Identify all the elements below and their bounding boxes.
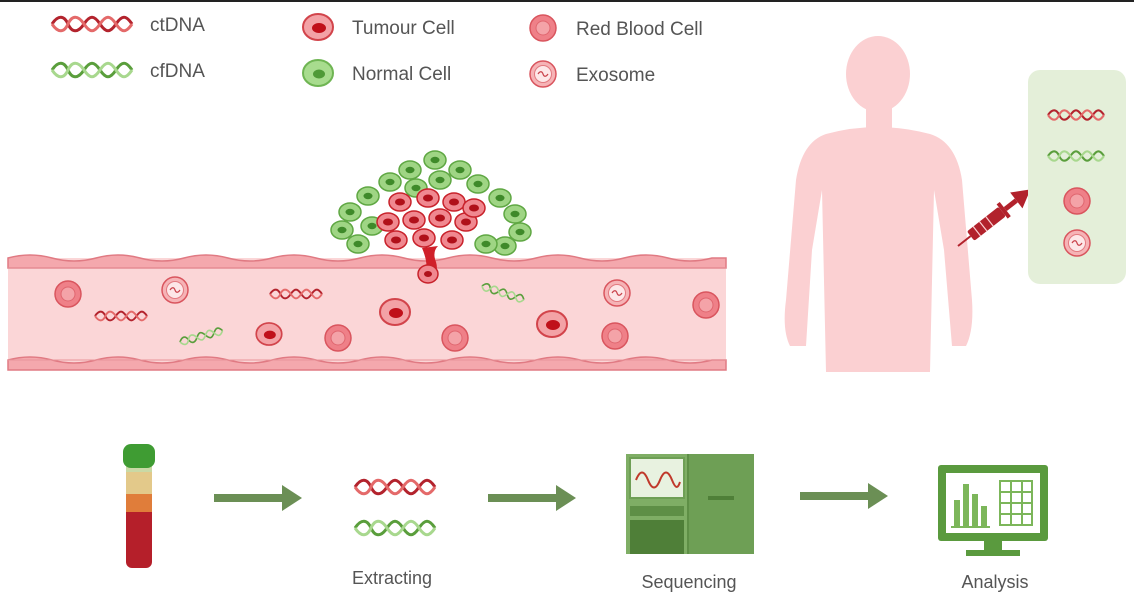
extracted-ctdna-icon xyxy=(353,478,437,496)
vessel-red-blood-cell xyxy=(692,291,720,319)
legend-red-blood-cell-label: Red Blood Cell xyxy=(576,19,703,40)
legend-normal-cell-label: Normal Cell xyxy=(352,64,451,85)
workflow-arrow xyxy=(800,483,888,509)
vessel-tumour-cell xyxy=(255,322,283,346)
vessel-red-blood-cell xyxy=(441,324,469,352)
syringe-icon xyxy=(957,189,1031,247)
vessel-red-blood-cell xyxy=(601,322,629,350)
normal-cell-icon xyxy=(302,59,334,87)
vessel-exosome xyxy=(161,276,189,304)
workflow-arrow xyxy=(214,485,302,511)
workflow-arrow xyxy=(488,485,576,511)
tumour-cell-icon xyxy=(302,13,334,41)
blood-sample-panel xyxy=(1028,70,1126,284)
exosome-icon xyxy=(529,60,557,88)
step-extracting-label: Extracting xyxy=(352,568,432,588)
extracted-cfdna-icon xyxy=(353,519,437,537)
vessel-exosome xyxy=(603,279,631,307)
panel-red-blood-cell-icon xyxy=(1063,187,1091,215)
vessel-red-blood-cell xyxy=(54,280,82,308)
legend-tumour-cell-label: Tumour Cell xyxy=(352,18,455,39)
blood-tube-icon xyxy=(123,444,155,568)
vessel-red-blood-cell xyxy=(324,324,352,352)
legend-ctdna-label: ctDNA xyxy=(150,15,205,36)
blood-vessel xyxy=(7,254,727,371)
legend-exosome-label: Exosome xyxy=(576,65,655,86)
cfdna-helix-icon xyxy=(50,61,134,79)
human-silhouette-icon xyxy=(784,36,973,372)
tumour-cluster xyxy=(330,150,532,284)
ctdna-helix-icon xyxy=(50,15,134,33)
red-blood-cell-icon xyxy=(529,14,557,42)
sequencer-icon xyxy=(626,454,754,554)
step-analysis-label: Analysis xyxy=(961,572,1028,592)
panel-exosome-icon xyxy=(1063,229,1091,257)
monitor-chart-icon xyxy=(938,465,1048,556)
legend: ctDNA cfDNA Tumour Cell Normal Cell Red … xyxy=(50,13,703,88)
step-sequencing-label: Sequencing xyxy=(641,572,736,592)
vessel-tumour-cell xyxy=(536,310,568,338)
vessel-tumour-cell xyxy=(379,298,411,326)
legend-cfdna-label: cfDNA xyxy=(150,61,205,82)
